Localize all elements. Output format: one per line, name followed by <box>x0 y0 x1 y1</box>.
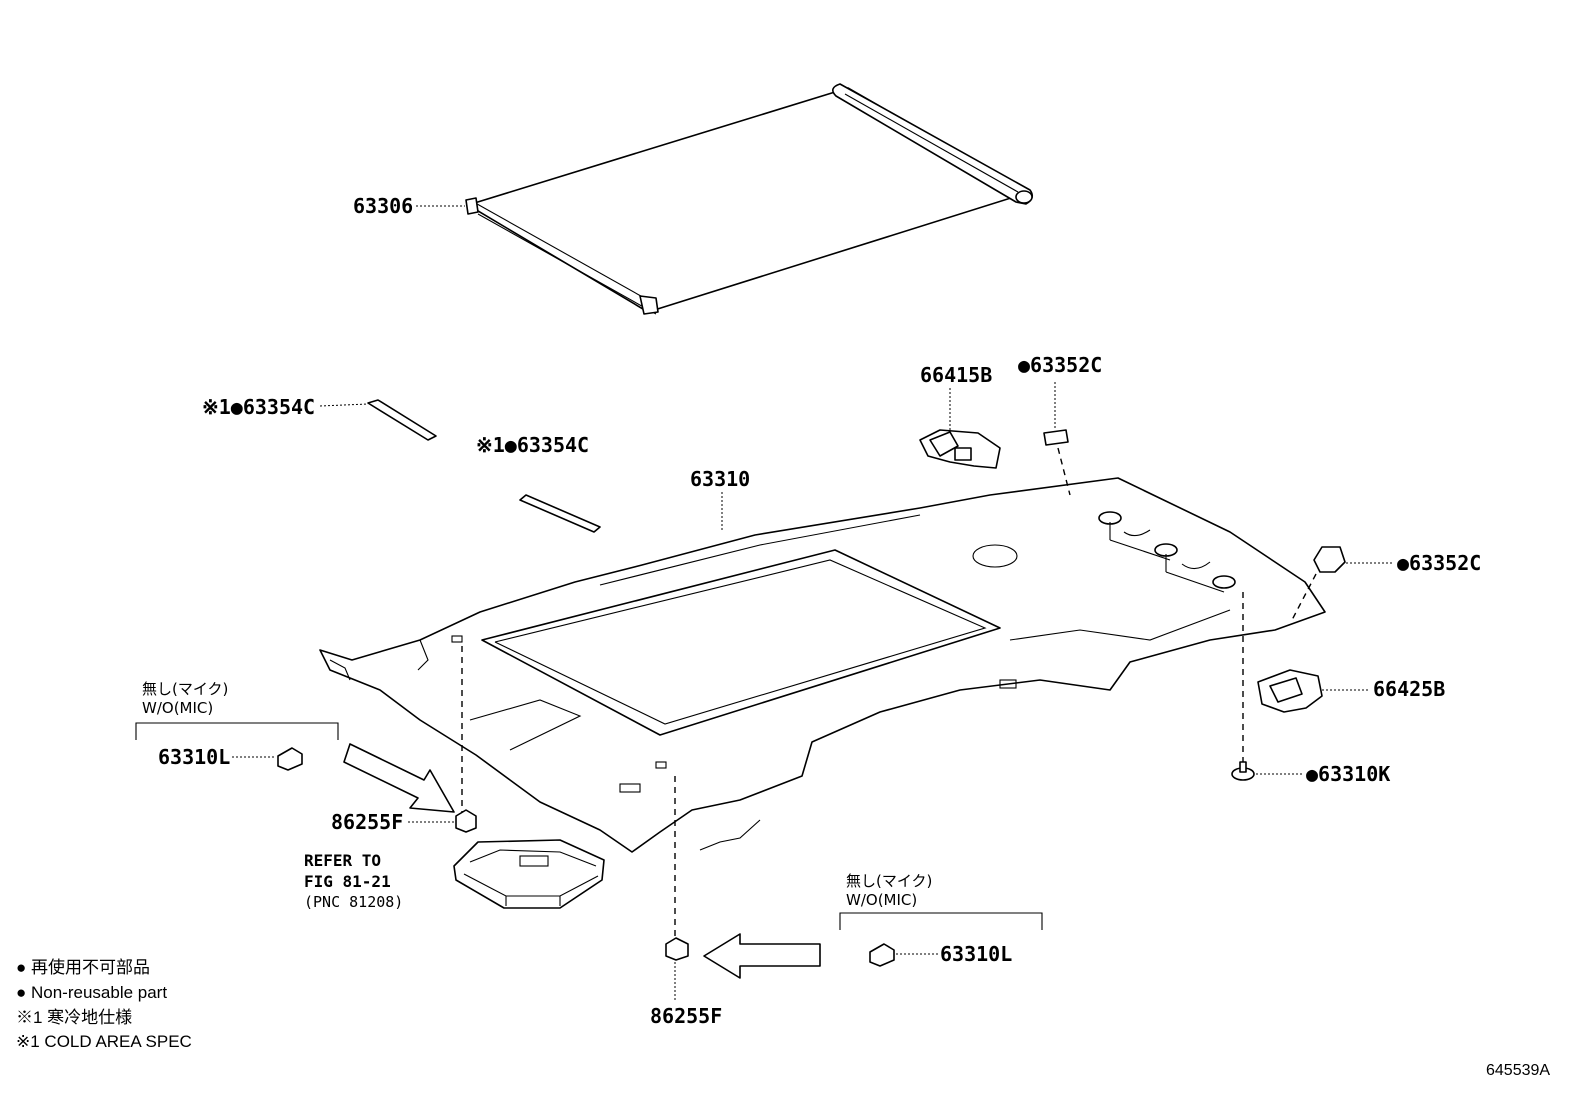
callout-63306: 63306 <box>353 194 413 218</box>
callout-86255f-left: 86255F <box>331 810 403 834</box>
seal-strip-mid <box>519 494 601 533</box>
pad-63352c-top <box>1043 429 1069 446</box>
roof-headliner-illustration <box>319 477 1326 853</box>
reference-line-3: (PNC 81208) <box>304 893 403 911</box>
condition-bottom-en: W/O(MIC) <box>846 891 917 909</box>
direction-arrow-left <box>343 743 455 813</box>
condition-left-en: W/O(MIC) <box>142 699 213 717</box>
clip-86255f-bottom <box>665 937 689 961</box>
map-lamp-illustration <box>453 839 605 909</box>
callout-66415b: 66415B <box>920 363 992 387</box>
illustration-code: 645539A <box>1486 1062 1550 1079</box>
holder-66425b-illustration <box>1257 669 1323 713</box>
clip-63310k-illustration <box>1231 761 1255 781</box>
leader-63354c-top <box>319 403 369 407</box>
holder-66415b-illustration <box>919 429 1001 469</box>
plug-63310l-bottom <box>869 943 895 967</box>
callout-63352c-top: ●63352C <box>1018 353 1102 377</box>
callout-63310l-bottom: 63310L <box>940 942 1012 966</box>
install-line-pad-right <box>1291 573 1317 621</box>
reference-line-1: REFER TO <box>304 851 381 870</box>
reference-line-2: FIG 81-21 <box>304 872 391 891</box>
seal-strip-top <box>367 399 437 441</box>
condition-bottom-jp: 無し(マイク) <box>846 872 932 890</box>
legend-non-reusable-en: ● Non-reusable part <box>16 983 167 1002</box>
callout-63354c-top: ※1●63354C <box>202 395 315 419</box>
condition-bracket-left <box>135 722 339 740</box>
callout-63310l-left: 63310L <box>158 745 230 769</box>
sunshade-roller-illustration <box>465 83 1034 315</box>
direction-arrow-bottom <box>703 933 821 979</box>
plug-63310l-left <box>277 747 303 771</box>
clip-86255f-left <box>455 809 477 833</box>
condition-bracket-bottom <box>839 912 1043 930</box>
callout-63310k: ●63310K <box>1306 762 1390 786</box>
pad-63352c-right <box>1313 546 1346 573</box>
install-line-pad-top <box>1057 447 1071 496</box>
legend-cold-area-en: ※1 COLD AREA SPEC <box>16 1032 192 1051</box>
condition-left-jp: 無し(マイク) <box>142 680 228 698</box>
callout-63354c-mid: ※1●63354C <box>476 433 589 457</box>
callout-66425b: 66425B <box>1373 677 1445 701</box>
legend-non-reusable-jp: ● 再使用不可部品 <box>16 957 150 977</box>
callout-63310: 63310 <box>690 467 750 491</box>
callout-86255f-bottom: 86255F <box>650 1004 722 1028</box>
callout-63352c-right: ●63352C <box>1397 551 1481 575</box>
legend-cold-area-jp: ※1 寒冷地仕様 <box>16 1008 132 1027</box>
